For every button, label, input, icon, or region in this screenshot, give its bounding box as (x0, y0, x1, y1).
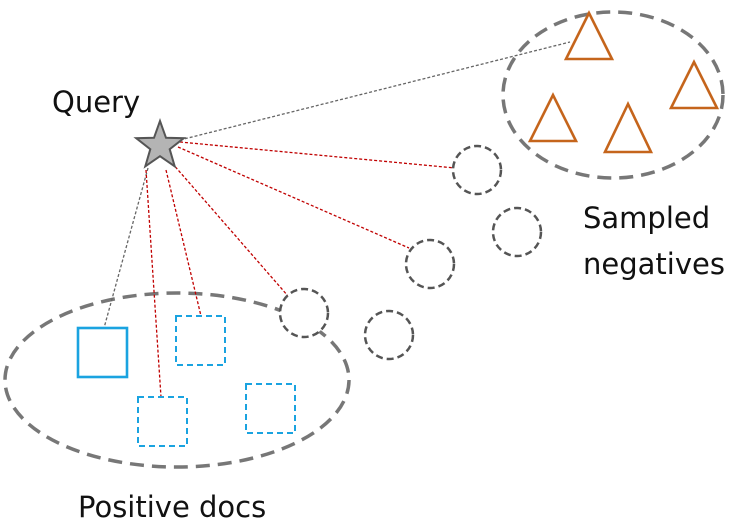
dashed-positive-squares (137, 315, 296, 447)
red-link-to-candidate-2 (177, 146, 410, 249)
dashed-square-icon (175, 315, 226, 366)
red-link-to-candidate-1 (179, 141, 456, 169)
square-icon (76, 326, 129, 379)
dashed-circle-icon (451, 144, 503, 196)
triangle-icon (563, 10, 615, 61)
dashed-square-icon (137, 396, 188, 447)
dashed-square-icon (245, 383, 296, 434)
triangle-icon (602, 100, 654, 154)
dashed-circle-icon (363, 309, 415, 361)
positives-group-ellipse (3, 291, 351, 469)
triangle-icon (527, 92, 579, 143)
red-link-to-candidate-3 (171, 162, 289, 297)
red-link-to-positive-1 (145, 169, 162, 398)
dashed-circle-icon (404, 238, 456, 290)
negatives-group-ellipse (501, 10, 725, 180)
negatives-label-line2: negatives (583, 247, 725, 281)
dashed-circle-icon (491, 206, 543, 258)
candidate-circles (278, 144, 543, 361)
red-link-to-positive-2 (165, 169, 202, 317)
dashed-circle-icon (278, 287, 330, 339)
negative-triangles (527, 10, 720, 154)
triangle-icon (668, 59, 720, 110)
negatives-label-line1: Sampled (583, 201, 710, 235)
query-label: Query (52, 85, 140, 119)
star-icon (133, 118, 187, 169)
query-links (103, 41, 571, 398)
gray-link-to-negative (179, 41, 571, 141)
positives-label: Positive docs (78, 490, 266, 524)
gray-link-to-positive (103, 167, 149, 329)
